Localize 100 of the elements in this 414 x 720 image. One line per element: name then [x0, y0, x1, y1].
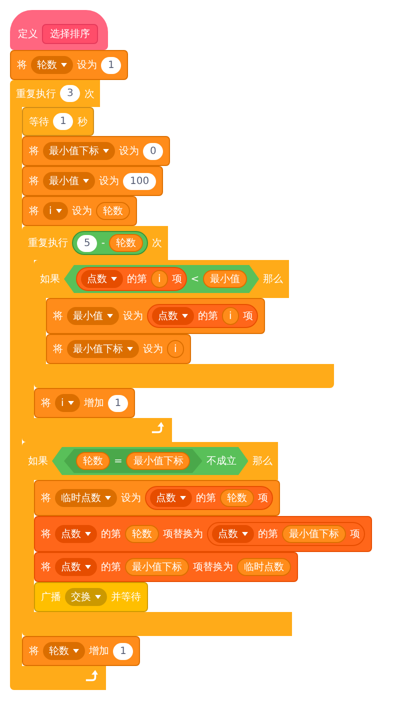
number-input: 3 [60, 85, 80, 102]
variable-reporter: 轮数 [125, 525, 159, 543]
block-label: = [114, 456, 122, 466]
block-label: - [101, 238, 105, 248]
block-label: 设为 [119, 144, 139, 158]
block-label: 如果 [40, 273, 60, 286]
block-label: 设为 [72, 204, 92, 218]
variable-reporter: i [151, 270, 168, 288]
dropdown-menu: 轮数 [43, 642, 85, 660]
dropdown-menu: 轮数 [31, 56, 73, 74]
block-label: 将 [41, 528, 51, 541]
code-block [34, 388, 136, 418]
variable-reporter: 最小值 [203, 270, 248, 288]
dropdown-menu: 点数 [55, 558, 97, 576]
variable-reporter: 最小值下标 [125, 558, 189, 576]
dropdown-menu: 点数 [212, 525, 254, 543]
block-label: 将 [53, 310, 63, 323]
block-label: 将 [17, 59, 27, 72]
block-label: 的第 [101, 528, 121, 541]
block-label: 将 [29, 175, 39, 188]
block-label: 将 [41, 492, 51, 505]
code-block [34, 480, 280, 516]
number-input: 1 [53, 113, 74, 130]
block-label: 次 [152, 237, 162, 250]
block-label: 秒 [77, 116, 88, 128]
block-label: 将 [41, 561, 51, 574]
dropdown-menu: 临时点数 [55, 489, 117, 507]
variable-reporter: i [222, 307, 239, 325]
block-label: 项 [258, 492, 268, 505]
code-block [46, 334, 191, 364]
block-label: 的第 [196, 492, 216, 505]
variable-reporter: 轮数 [108, 234, 143, 252]
code-block [46, 298, 265, 334]
block-label: 次 [84, 88, 94, 100]
block-label: 将 [29, 205, 39, 218]
dropdown-menu: i [55, 394, 80, 412]
block-label: 将 [53, 343, 63, 356]
block-label: 增加 [84, 396, 104, 410]
dropdown-menu: 点数 [81, 270, 123, 288]
variable-reporter: 最小值下标 [282, 525, 346, 543]
dropdown-menu: 最小值 [43, 172, 95, 190]
variable-reporter: 最小值下标 [126, 452, 190, 470]
code-block [22, 636, 140, 666]
block-label: 设为 [77, 58, 97, 72]
block-label: 设为 [99, 174, 119, 188]
code-block [22, 136, 170, 166]
block-label: 项替换为 [163, 528, 203, 541]
dropdown-menu: 最小值 [67, 307, 119, 325]
dropdown-menu: 最小值下标 [67, 340, 139, 358]
block-label: 将 [29, 645, 39, 658]
block-label: 将 [41, 397, 51, 410]
block-label: 项 [242, 310, 253, 323]
block-label: 定义 [18, 28, 38, 41]
code-block [10, 50, 128, 80]
block-label: 设为 [143, 342, 163, 356]
dropdown-menu: 最小值下标 [43, 142, 115, 160]
block-label: 增加 [89, 644, 109, 658]
number-input: 1 [101, 56, 122, 74]
variable-reporter: 轮数 [96, 202, 130, 220]
variable-reporter: 临时点数 [237, 558, 291, 576]
variable-reporter: 轮数 [76, 452, 110, 470]
dropdown-menu: 点数 [152, 307, 194, 325]
code-block [34, 552, 298, 582]
block-label: 的第 [101, 561, 121, 574]
dropdown-menu: 交换 [65, 588, 107, 606]
number-input: 5 [77, 234, 98, 252]
code-block [34, 516, 372, 552]
block-label: 将 [29, 145, 39, 158]
block-label: 项 [350, 528, 360, 541]
block-label: 广播 [41, 590, 61, 604]
number-input: 1 [108, 394, 128, 412]
number-input: 1 [113, 642, 134, 660]
number-input: 0 [143, 142, 164, 160]
number-input: 100 [123, 172, 156, 190]
define-hat-block [10, 10, 108, 50]
block-label: 重复执行 [28, 236, 68, 250]
code-block [22, 196, 137, 226]
dropdown-menu: i [43, 202, 68, 220]
variable-reporter: 轮数 [220, 489, 254, 507]
block-label: 设为 [121, 492, 141, 505]
block-label: 那么 [252, 455, 272, 468]
block-label: 并等待 [111, 590, 141, 604]
block-label: 项 [172, 273, 182, 286]
block-label: 设为 [123, 310, 143, 323]
block-label: 重复执行 [16, 88, 56, 100]
code-block [22, 166, 164, 196]
block-label: 如果 [28, 455, 48, 468]
dropdown-menu: 点数 [55, 525, 97, 543]
block-label: 等待 [29, 116, 49, 128]
block-label: 那么 [263, 273, 284, 286]
block-label: < [190, 274, 200, 284]
dropdown-menu: 点数 [150, 489, 192, 507]
block-label: 不成立 [206, 454, 236, 468]
block-label: 的第 [127, 273, 147, 286]
block-label: 项替换为 [193, 560, 233, 574]
code-block [34, 582, 148, 612]
variable-reporter: i [167, 340, 184, 358]
code-block [22, 107, 94, 136]
custom-block-name: 选择排序 [42, 24, 98, 44]
block-label: 的第 [198, 310, 218, 323]
